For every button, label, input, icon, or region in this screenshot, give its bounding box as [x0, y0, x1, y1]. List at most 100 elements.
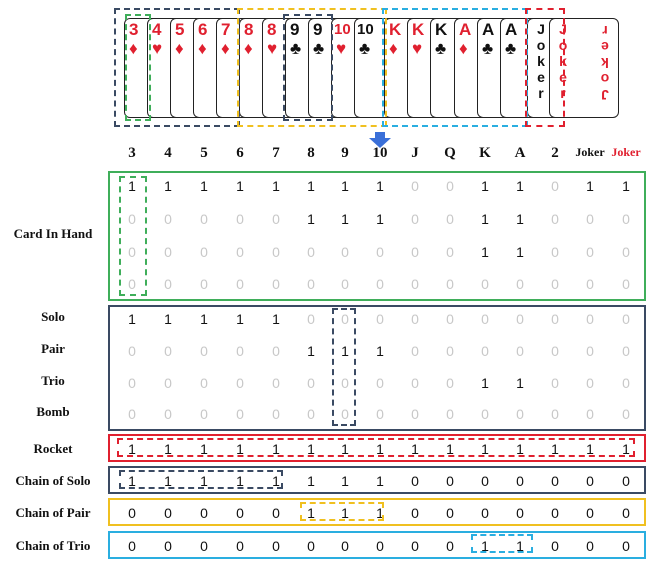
group-box-solo	[125, 14, 151, 121]
matrix-cell: 0	[446, 538, 454, 554]
matrix-cell: 0	[551, 276, 559, 292]
matrix-cell: 0	[446, 473, 454, 489]
matrix-cell: 1	[516, 211, 524, 227]
chain-of-solo-highlight	[119, 470, 283, 489]
group-box-trios	[382, 8, 528, 127]
matrix-cell: 0	[341, 538, 349, 554]
card-in-hand-highlight	[119, 176, 147, 296]
row-label: Solo	[41, 309, 65, 324]
card-suit-icon: ♥	[267, 39, 278, 58]
matrix-cell: 0	[516, 473, 524, 489]
matrix-cell: 1	[481, 375, 489, 391]
matrix-cell: 0	[551, 375, 559, 391]
matrix-cell: 0	[481, 343, 489, 359]
group-box-jokers	[525, 8, 565, 127]
matrix-cell: 0	[236, 406, 244, 422]
row-label: Rocket	[33, 441, 73, 456]
card-rank: 10	[357, 21, 374, 38]
matrix-cell: 0	[200, 406, 208, 422]
matrix-cell: 1	[128, 441, 136, 457]
matrix-cell: 1	[307, 473, 315, 489]
matrix-cell: 1	[200, 441, 208, 457]
column-header: 7	[272, 145, 280, 161]
row-label: Pair	[41, 341, 65, 356]
row-label: Chain of Trio	[15, 538, 91, 553]
matrix-cell: 0	[164, 375, 172, 391]
card-suit-icon: ♣	[505, 39, 517, 58]
matrix-cell: 0	[516, 276, 524, 292]
matrix-cell: 1	[164, 473, 172, 489]
nine-column-highlight	[332, 308, 356, 426]
matrix-cell: 0	[481, 505, 489, 521]
matrix-cell: 0	[307, 311, 315, 327]
matrix-cell: 1	[516, 538, 524, 554]
matrix-cell: 0	[551, 311, 559, 327]
matrix-cell: 1	[272, 473, 280, 489]
matrix-cell: 0	[586, 538, 594, 554]
matrix-cell: 0	[307, 406, 315, 422]
column-header: 8	[307, 145, 315, 161]
card-rank: 8	[244, 20, 254, 39]
matrix-cell: 1	[341, 343, 349, 359]
column-header: A	[514, 145, 526, 161]
card-suit-icon: ♣	[290, 39, 302, 58]
matrix-cell: 1	[200, 178, 208, 194]
rocket-frame	[108, 434, 646, 462]
matrix-cell: 0	[272, 538, 280, 554]
matrix-cell: 0	[481, 276, 489, 292]
matrix-cell: 0	[551, 211, 559, 227]
matrix-cell: 0	[551, 473, 559, 489]
matrix-cell: 0	[446, 276, 454, 292]
matrix-cell: 0	[164, 211, 172, 227]
matrix-cell: 1	[481, 244, 489, 260]
card-rank: 10	[334, 21, 351, 38]
matrix-cell: 0	[200, 375, 208, 391]
matrix-cell: 0	[446, 406, 454, 422]
column-header: Joker	[611, 145, 641, 159]
matrix-cell: 1	[411, 441, 419, 457]
row-label: Bomb	[36, 404, 70, 419]
matrix-cell: 0	[446, 211, 454, 227]
matrix-cell: 0	[341, 375, 349, 391]
matrix-cell: 1	[376, 343, 384, 359]
matrix-cell: 1	[341, 473, 349, 489]
matrix-cell: 1	[272, 178, 280, 194]
matrix-cell: 0	[341, 244, 349, 260]
matrix-cell: 0	[411, 406, 419, 422]
card-rank: K	[389, 20, 402, 39]
matrix-cell: 1	[128, 178, 136, 194]
matrix-cell: 0	[236, 211, 244, 227]
matrix-cell: 0	[516, 505, 524, 521]
card-suit-icon: ♦	[244, 39, 253, 58]
matrix-cell: 0	[272, 343, 280, 359]
matrix-cell: 0	[446, 311, 454, 327]
matrix-cell: 0	[586, 276, 594, 292]
matrix-cell: 0	[411, 538, 419, 554]
matrix-cell: 1	[376, 178, 384, 194]
card-rank: 9	[290, 20, 300, 39]
matrix-cell: 0	[164, 244, 172, 260]
group-box-nines	[283, 14, 333, 121]
matrix-cell: 0	[128, 375, 136, 391]
card-rank: A	[459, 20, 472, 39]
chain-of-pair-frame	[108, 498, 646, 526]
matrix-cell: 0	[341, 276, 349, 292]
matrix-cell: 1	[272, 441, 280, 457]
matrix-cell: 0	[411, 211, 419, 227]
joker-label: Joker	[533, 21, 549, 101]
card-rank: 7	[221, 20, 231, 39]
matrix-cell: 1	[307, 178, 315, 194]
matrix-cell: 0	[128, 505, 136, 521]
matrix-cell: 1	[341, 505, 349, 521]
card-in-hand-frame	[108, 171, 646, 301]
column-header: 6	[236, 145, 244, 161]
column-header: Q	[444, 145, 456, 161]
row-label: Card In Hand	[13, 226, 93, 241]
matrix-cell: 0	[376, 311, 384, 327]
matrix-cell: 0	[551, 505, 559, 521]
matrix-cell: 1	[516, 178, 524, 194]
column-header: Joker	[575, 145, 605, 159]
card-suit-icon: ♦	[459, 39, 468, 58]
card-rank: 9	[313, 20, 323, 39]
